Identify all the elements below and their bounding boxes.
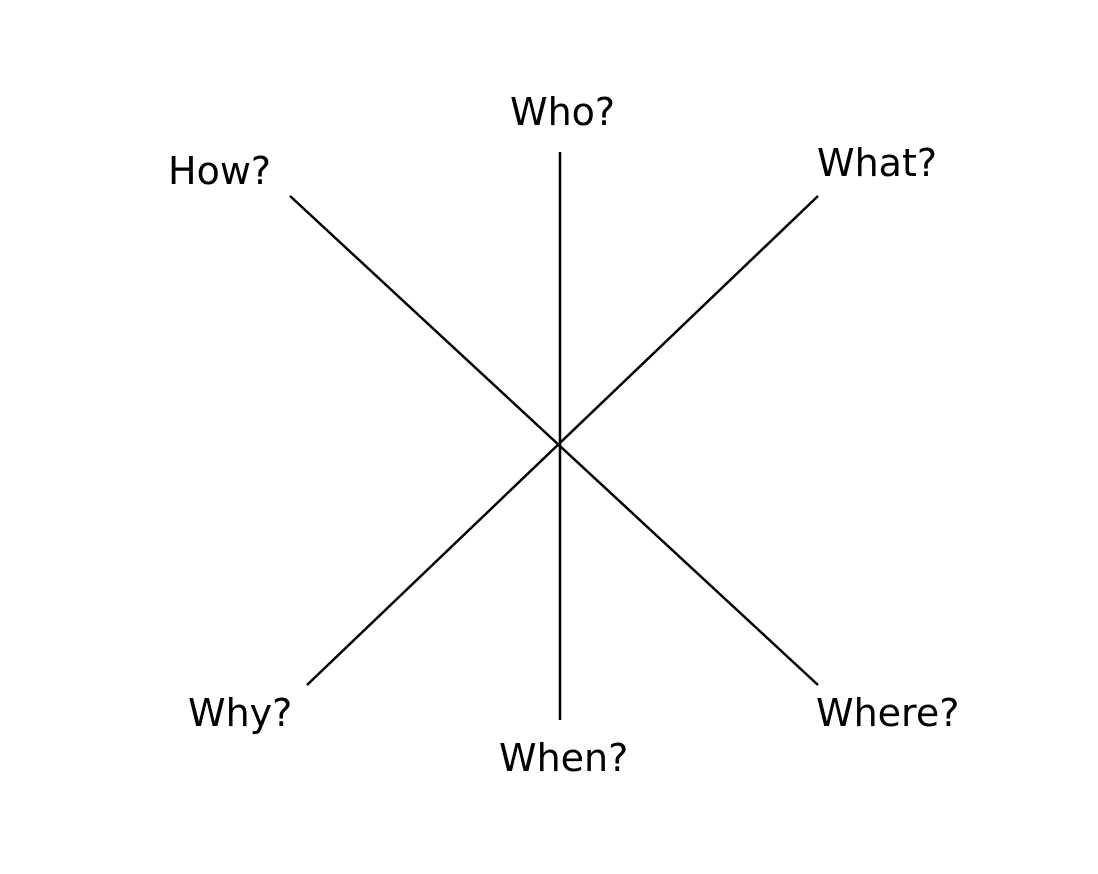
label-what: What? (817, 141, 938, 185)
spoke-how-where (289, 195, 819, 686)
label-when: When? (499, 736, 629, 780)
label-why: Why? (188, 691, 293, 735)
spoke-what-why (306, 195, 819, 686)
label-who: Who? (510, 90, 616, 134)
label-where: Where? (816, 691, 960, 735)
label-how: How? (168, 149, 272, 193)
